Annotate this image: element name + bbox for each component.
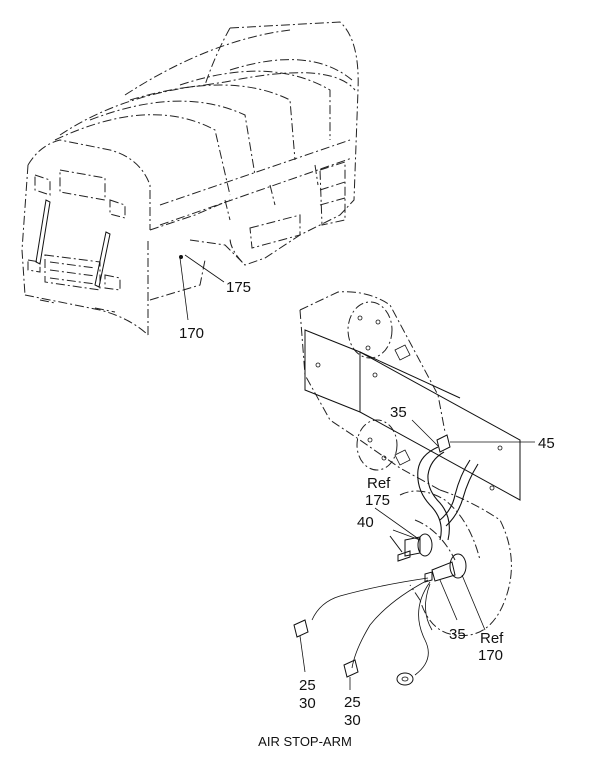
callout-ref-170: 170	[478, 647, 503, 664]
callout-35-lower: 35	[449, 626, 466, 643]
stop-arm-assembly	[293, 291, 535, 690]
callout-40: 40	[357, 514, 374, 531]
callout-25-left: 25	[299, 677, 316, 694]
callout-30-left: 30	[299, 695, 316, 712]
callout-45: 45	[538, 435, 555, 452]
bus-illustration	[21, 21, 359, 336]
callout-ref-label-175: Ref	[367, 475, 391, 492]
callout-175: 175	[226, 279, 251, 296]
callout-170: 170	[179, 325, 204, 342]
callout-30-right: 30	[344, 712, 361, 729]
callout-35-hose: 35	[390, 404, 407, 421]
callout-25-right: 25	[344, 694, 361, 711]
callout-ref-label-170: Ref	[480, 630, 504, 647]
callout-ref-175: 175	[365, 492, 390, 509]
figure-caption: AIR STOP-ARM	[258, 734, 352, 749]
